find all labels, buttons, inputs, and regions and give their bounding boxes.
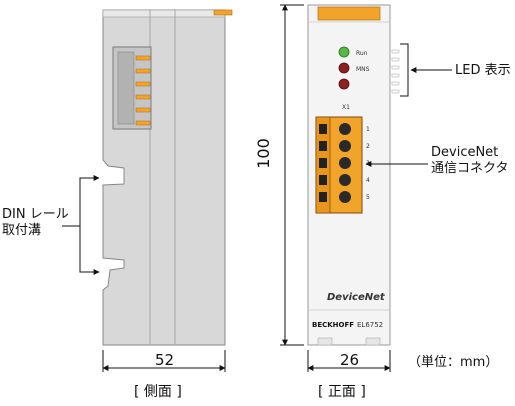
din-rail-bracket (79, 177, 92, 273)
svg-text:4: 4 (366, 177, 370, 184)
front-top-bar (317, 6, 381, 21)
connector-terminals (319, 123, 351, 203)
svg-text:5: 5 (366, 194, 370, 201)
svg-text:2: 2 (366, 143, 370, 150)
side-width-value: 52 (155, 351, 175, 369)
led-run-label: Run (356, 50, 368, 57)
front-width-value: 26 (340, 351, 360, 369)
led-mns-label: MNS (356, 66, 370, 73)
svg-text:1: 1 (366, 126, 370, 133)
din-rail-label-line1: DIN レール (2, 207, 69, 222)
side-view-caption: [ 側面 ] (134, 384, 182, 400)
side-view (62, 9, 233, 372)
unit-note: （単位：mm） (408, 355, 499, 370)
manufacturer-text: BECKHOFF (312, 321, 354, 329)
led-run-icon (338, 46, 350, 58)
model-text: EL6752 (357, 321, 383, 329)
devicenet-connector-label: DeviceNet 通信コネクタ (431, 145, 508, 177)
brand-text: DeviceNet (327, 292, 386, 303)
connector-id-label: X1 (342, 104, 350, 111)
led-bracket (400, 43, 409, 97)
height-value: 100 (253, 138, 273, 169)
led-extra-icon (338, 78, 350, 90)
side-top-strip (102, 9, 226, 18)
led-light-guides (391, 49, 400, 94)
devicenet-label-line1: DeviceNet (431, 145, 499, 160)
din-rail-label-line2: 取付溝 (2, 223, 42, 238)
din-rail-label: DIN レール 取付溝 (2, 207, 69, 239)
led-display-label: LED 表示 (455, 63, 511, 78)
front-view-caption: [ 正面 ] (318, 384, 366, 400)
led-mns-icon (338, 62, 350, 74)
devicenet-label-line2: 通信コネクタ (431, 161, 509, 176)
side-connector-pins (135, 55, 151, 126)
front-view: Run MNS X1 1 2 (280, 4, 452, 372)
side-orange-tab (213, 9, 233, 16)
